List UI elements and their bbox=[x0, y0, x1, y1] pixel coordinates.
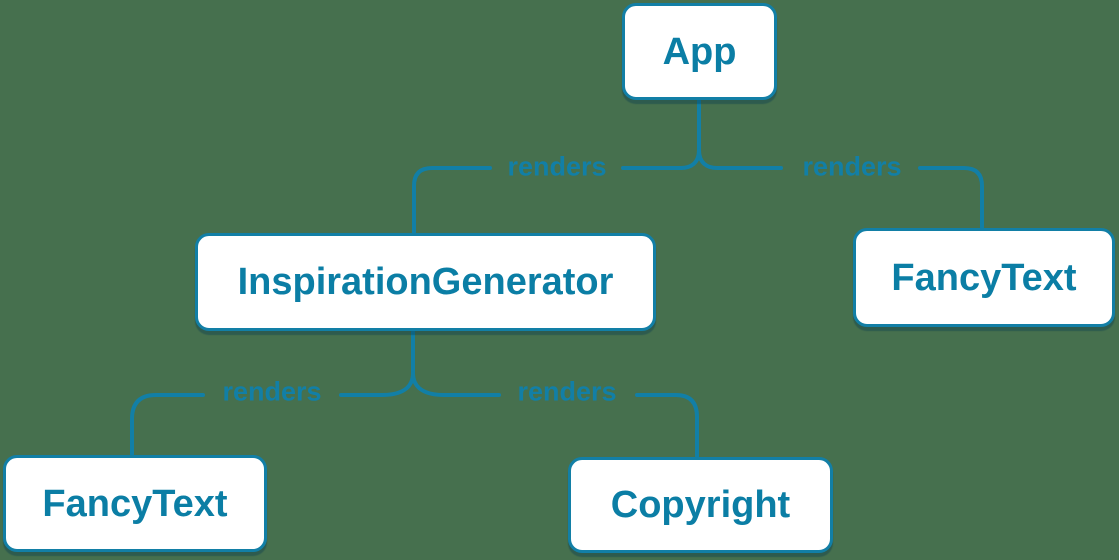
node-fancy-text-bottom-label: FancyText bbox=[42, 482, 228, 525]
node-copyright-label: Copyright bbox=[610, 484, 791, 526]
edge-label-app-fancytext: renders bbox=[802, 151, 902, 182]
node-inspiration-generator-label: InspirationGenerator bbox=[237, 261, 614, 303]
node-copyright: Copyright bbox=[568, 457, 833, 553]
edge-label-app-inspirationgenerator: renders bbox=[507, 151, 607, 182]
node-fancy-text-top-label: FancyText bbox=[891, 256, 1077, 299]
edge-label-inspirationgenerator-fancytext: renders bbox=[222, 376, 322, 407]
node-app: App bbox=[622, 3, 777, 100]
edge-app-to-fancytext bbox=[697, 148, 984, 229]
node-app-label: App bbox=[662, 30, 737, 73]
node-fancy-text-bottom: FancyText bbox=[3, 455, 267, 552]
edge-inspirationgenerator-to-copyright bbox=[411, 371, 699, 458]
node-fancy-text-top: FancyText bbox=[853, 228, 1115, 327]
node-inspiration-generator: InspirationGenerator bbox=[195, 233, 656, 331]
edge-label-inspirationgenerator-copyright: renders bbox=[517, 376, 617, 407]
